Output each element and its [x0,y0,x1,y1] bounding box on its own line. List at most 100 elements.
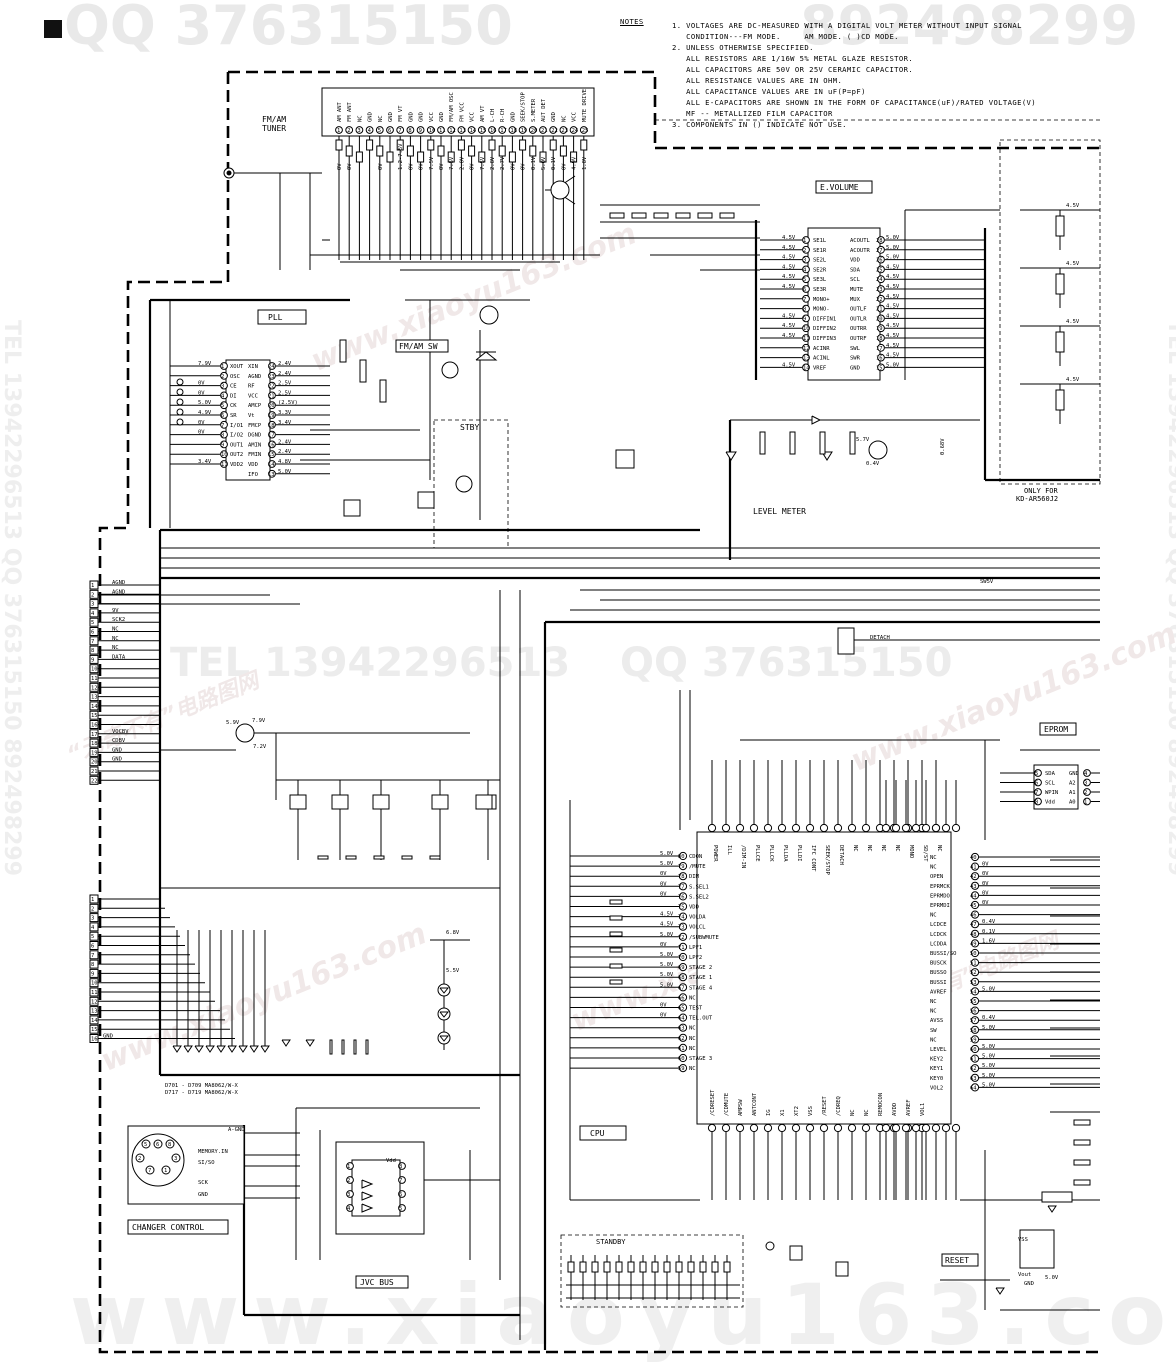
buffer [361,1179,374,1189]
tuner-pin-num [345,126,354,134]
cpu-pin-label: X1 [780,1109,786,1116]
tuner-pin-num [386,126,394,134]
pll-pin-label: DI [230,393,237,399]
tuner-pin-num [416,126,425,134]
evolume-pin-num: 6 [803,287,806,293]
cpu-pin-num: 61 [970,1057,977,1063]
tuner-pin-number: 8 [408,128,411,134]
cpu-pin [678,851,688,861]
cpu-pin-num: 47 [970,922,977,928]
evolume-pin-voltage: 4.5V [886,294,900,300]
tuner-pin-voltage: 0V [408,163,414,170]
connector-pin [89,701,99,711]
cpu-pin-label: REMOCON [878,1093,884,1116]
pll-pin-voltage: 0V [198,381,205,387]
cpu-pin-num: 53 [970,980,977,986]
reset-label: RESET [945,1256,969,1265]
pll-pin-num: 24 [268,364,275,370]
connector-pin [89,1015,99,1025]
cpu-pin-num: 76 [678,894,685,900]
cpu-pin-voltage: 5.0V [982,1044,996,1050]
tuner-pin-resistor [406,145,414,157]
evolume-pin [877,245,885,254]
connector-pin-num: 13 [91,1009,98,1015]
cpu-pin-voltage: 0V [982,900,989,906]
buffer [361,1203,374,1213]
tuner-pin-resistor [539,151,547,163]
pll-pin-num: 20 [268,403,275,409]
tuner-pin-voltage: 0V [521,163,527,170]
diode [281,1039,291,1047]
tuner-pin-voltage: 2.8V [490,156,496,170]
evolume-pin-num: 9 [803,316,806,322]
pll-pin-label: Vt [248,413,255,419]
evolume-pin-num: 21 [876,307,883,313]
regulator [417,491,435,509]
cpu-pin-label: AVSS [930,1018,943,1024]
cpu-pin [777,1123,787,1133]
tuner-pin-num [426,126,435,134]
cpu-pin-num: 49 [970,941,977,947]
cpu-pin [678,862,688,871]
eprom-label: EPROM [1044,725,1068,734]
cpu-pin-label: KEY2 [930,1057,943,1063]
cpu-pin [735,823,745,833]
evolume-pin-voltage: 4.5V [782,323,796,329]
din-pin-num: 3 [174,1156,177,1162]
cpu-pin [970,948,980,958]
cpu-pin-voltage: 0V [660,881,667,887]
cpu-pin-voltage: 0V [660,871,667,877]
tuner-pin-num [488,126,496,134]
pll-pin-label: VDD [248,462,258,468]
amp-voltage: 4.5V [1066,377,1080,383]
tuner-pin-resistor [386,151,394,163]
evolume-pin-voltage: 4.5V [782,313,796,319]
tuner-pin-num [437,126,445,134]
evolume-pin-num: 15 [876,365,883,371]
tuner-pin-resistor [376,145,384,157]
tuner-pin-num [549,126,558,134]
cpu-pin-label: NC [689,995,696,1001]
cpu-pin [970,920,980,929]
pll-pin-label: XOUT [230,364,244,370]
jvcbus-pin [346,1204,354,1212]
evolume-pin-num: 19 [876,326,883,332]
cpu-pin-num: 63 [678,1026,685,1032]
tuner-pin-number: 6 [388,128,391,134]
connector-pin-num: 15 [91,1027,98,1033]
cpu-pin [749,1123,759,1133]
cpu-pin-voltage: 0V [660,891,667,897]
cpu-pin [931,823,941,833]
cpu-pin-num: 67 [678,985,685,991]
cpu-pin [970,900,980,910]
connector-pin-num: 9 [91,971,94,977]
cpu-pin-num: 65 [678,1006,685,1012]
connector-pin-num: 8 [91,648,94,654]
pll-pin-label: XIN [248,364,258,370]
pll-pin-voltage: 2.5V [278,390,292,396]
cpu-pin [678,1064,688,1073]
eprom-pin-num: 5 [1035,771,1038,777]
cpu-pin [805,823,815,833]
connector-pin-label: GND [103,1034,113,1040]
pll-pin-num: 4 [221,393,225,399]
resistor [1055,331,1065,353]
evolume-pin-label: MONO+ [813,297,830,303]
cpu-pin-label: AMPSW [738,1099,744,1116]
pll-pin-voltage: 0V [198,420,205,426]
pll-pin-num: 15 [268,452,275,458]
resistor [609,963,623,969]
pll-pin-label: SR [230,413,237,419]
cpu-pin [970,929,980,938]
pll-pin [220,391,228,400]
cpu-pin-label: NC [894,845,900,852]
resistor [1073,1119,1091,1126]
reset-ic [1019,1229,1055,1269]
resistor [849,431,856,455]
cpu-pin [970,1073,980,1082]
tuner-pin-label: VCC [429,112,435,122]
cpu-pin [678,1053,688,1063]
tuner-pin-resistor [580,139,588,151]
cpu-pin [970,1016,980,1025]
standby-resistor [699,1261,707,1273]
